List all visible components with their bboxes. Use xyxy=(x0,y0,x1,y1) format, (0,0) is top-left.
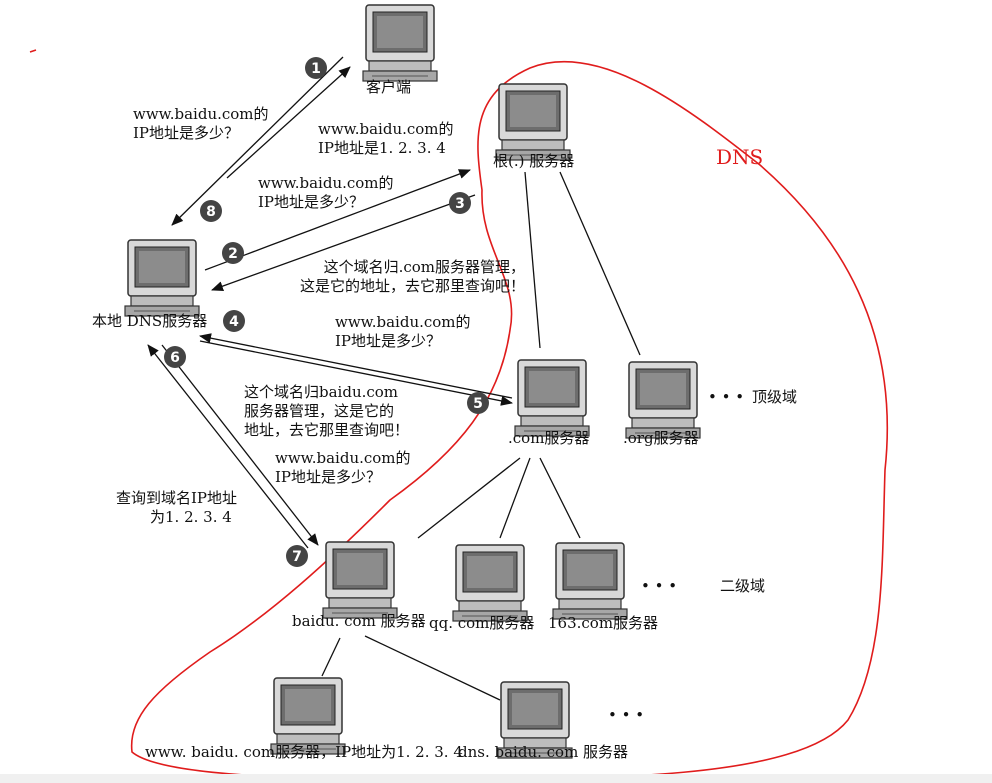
step-badge-3: 3 xyxy=(449,192,471,214)
svg-text:5: 5 xyxy=(473,396,483,412)
root-server-computer xyxy=(495,83,571,161)
message-3: 这个域名归.com服务器管理， 这是它的地址，去它那里查询吧！ xyxy=(300,258,525,296)
arrow-2 xyxy=(204,169,471,271)
link-baidu-www xyxy=(321,637,341,677)
local-dns-label: 本地 DNS服务器 xyxy=(92,312,208,330)
message-1-line2: IP地址是多少？ xyxy=(133,124,240,142)
message-5-line3: 地址，去它那里查询吧！ xyxy=(244,421,410,439)
step-badge-5: 5 xyxy=(467,392,489,414)
link-com-163 xyxy=(539,457,581,539)
corner-mark xyxy=(29,49,37,53)
step-badge-1: 1 xyxy=(305,57,327,79)
second-level-label: 二级域 xyxy=(720,577,766,595)
message-4-line1: www.baidu.com的 xyxy=(335,313,471,331)
s163-server-label: 163.com服务器 xyxy=(548,614,659,632)
link-root-org xyxy=(559,171,641,356)
message-2: www.baidu.com的 IP地址是多少？ xyxy=(258,174,394,212)
bottom-bar xyxy=(0,774,992,783)
message-1-line1: www.baidu.com的 xyxy=(133,105,269,123)
arrow-6 xyxy=(161,344,319,546)
message-6-line2: IP地址是多少？ xyxy=(275,468,382,486)
dns-baidu-server-label: dns. baidu. com 服务器 xyxy=(458,743,629,761)
svg-text:8: 8 xyxy=(206,204,216,220)
com-server-label: .com服务器 xyxy=(508,429,590,447)
message-3-line2: 这是它的地址，去它那里查询吧！ xyxy=(300,277,526,295)
message-4: www.baidu.com的 IP地址是多少？ xyxy=(335,313,471,351)
arrow-1 xyxy=(226,66,351,179)
step-badge-8: 8 xyxy=(200,200,222,222)
client-label: 客户端 xyxy=(366,78,412,96)
www-server-label: www. baidu. com服务器，IP地址为1. 2. 3. 4 xyxy=(145,743,463,761)
local-dns-computer xyxy=(124,239,200,317)
s163-server-computer xyxy=(552,542,628,620)
arrow-4-5 xyxy=(199,333,513,399)
arrow-8 xyxy=(171,56,344,226)
link-com-baidu xyxy=(417,457,521,539)
third-level-ellipsis: • • • xyxy=(608,706,645,724)
message-7-line2: 为1. 2. 3. 4 xyxy=(150,508,232,526)
arrow-4-5b xyxy=(199,340,513,406)
step-badge-6: 6 xyxy=(164,346,186,368)
org-server-computer xyxy=(625,361,701,439)
dns-region-label: DNS xyxy=(716,145,764,169)
root-server-label: 根(.) 服务器 xyxy=(493,152,575,170)
message-8-line2: IP地址是1. 2. 3. 4 xyxy=(318,139,446,157)
qq-server-computer xyxy=(452,544,528,622)
link-baidu-dns xyxy=(364,635,501,701)
svg-text:4: 4 xyxy=(229,314,239,330)
message-2-line2: IP地址是多少？ xyxy=(258,193,365,211)
arrow-3 xyxy=(211,194,476,291)
org-server-label: .org服务器 xyxy=(623,429,699,447)
qq-server-label: qq. com服务器 xyxy=(429,614,535,632)
step-badge-4: 4 xyxy=(223,310,245,332)
svg-text:1: 1 xyxy=(311,61,321,77)
link-root-com xyxy=(524,171,541,349)
message-4-line2: IP地址是多少？ xyxy=(335,332,442,350)
com-server-computer xyxy=(514,359,590,437)
link-com-qq xyxy=(499,457,531,539)
step-badge-7: 7 xyxy=(286,545,308,567)
message-6-line1: www.baidu.com的 xyxy=(275,449,411,467)
message-1: www.baidu.com的 IP地址是多少？ xyxy=(133,105,269,143)
top-level-label: 顶级域 xyxy=(752,388,798,406)
message-7-line1: 查询到域名IP地址 xyxy=(116,489,238,507)
message-6: www.baidu.com的 IP地址是多少？ xyxy=(275,449,411,487)
message-5-line2: 服务器管理，这是它的 xyxy=(244,402,395,420)
step-badge-2: 2 xyxy=(222,242,244,264)
svg-text:3: 3 xyxy=(455,196,465,212)
baidu-server-computer xyxy=(322,541,398,619)
client-computer xyxy=(362,4,438,82)
message-3-line1: 这个域名归.com服务器管理， xyxy=(323,258,526,276)
message-7: 查询到域名IP地址 为1. 2. 3. 4 xyxy=(116,489,237,527)
message-5: 这个域名归baidu.com 服务器管理，这是它的 地址，去它那里查询吧！ xyxy=(244,383,409,440)
top-level-ellipsis: • • • xyxy=(708,388,745,406)
message-8-line1: www.baidu.com的 xyxy=(318,120,454,138)
arrow-7 xyxy=(147,344,309,549)
baidu-server-label: baidu. com 服务器 xyxy=(292,612,426,630)
message-8: www.baidu.com的 IP地址是1. 2. 3. 4 xyxy=(318,120,454,158)
svg-text:2: 2 xyxy=(228,246,238,262)
svg-text:7: 7 xyxy=(292,549,302,565)
svg-text:6: 6 xyxy=(170,350,180,366)
message-2-line1: www.baidu.com的 xyxy=(258,174,394,192)
second-level-ellipsis: • • • xyxy=(641,577,678,595)
message-5-line1: 这个域名归baidu.com xyxy=(244,383,399,401)
